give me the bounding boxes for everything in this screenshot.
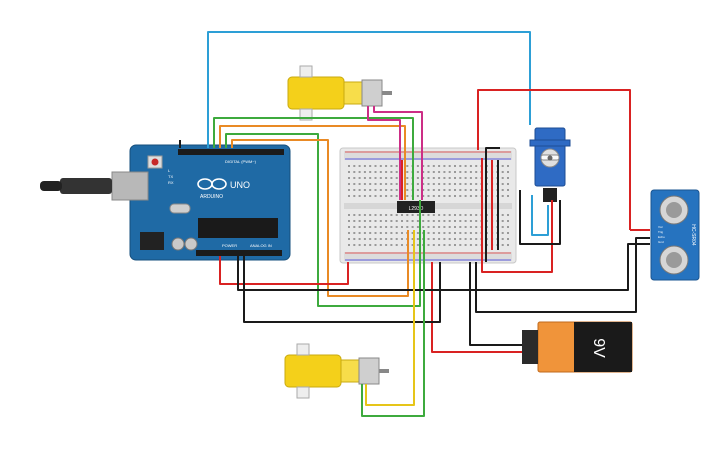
- wire-red: [481, 158, 553, 273]
- wire-black: [475, 237, 650, 313]
- power-analog-header: [196, 250, 282, 256]
- dc-motor-bottom[interactable]: [284, 343, 389, 399]
- wire-blue: [531, 195, 549, 236]
- wire-green: [361, 230, 425, 417]
- wire-orange: [231, 139, 409, 297]
- usb-port: [111, 171, 149, 201]
- digital-label: DIGITAL (PWM~): [225, 159, 257, 164]
- battery-label: 9V: [590, 338, 607, 358]
- rx-label: RX: [168, 180, 174, 185]
- crystal: [169, 203, 191, 214]
- breadboard-holes: [348, 165, 509, 246]
- wire-black: [519, 190, 561, 245]
- power-label: POWER: [222, 243, 237, 248]
- arduino-model-text: UNO: [230, 180, 250, 190]
- wire-red: [431, 262, 522, 353]
- wire-red: [477, 89, 631, 230]
- ultrasonic-sensor[interactable]: HC-SR04 Vcc Trig Echo Gnd: [650, 189, 700, 281]
- wire-magenta: [373, 106, 423, 200]
- battery-9v[interactable]: 9V: [522, 321, 633, 373]
- l-label: L: [168, 168, 171, 173]
- wire-green: [213, 117, 414, 200]
- wire-black: [485, 147, 500, 262]
- wire-orange: [219, 125, 406, 200]
- capacitor: [184, 237, 198, 251]
- tx-label: TX: [168, 174, 173, 179]
- servo-connector: [543, 188, 557, 202]
- pin-trig: Trig: [658, 230, 663, 234]
- wire-green: [225, 133, 421, 307]
- battery-clip: [522, 330, 538, 364]
- pin-echo: Echo: [658, 235, 665, 239]
- wire-magenta: [367, 106, 401, 200]
- arduino-brand-text: ARDUINO: [200, 194, 223, 200]
- arduino-uno[interactable]: ARDUINO UNO DIGITAL (PWM~) POWER ANALOG …: [40, 144, 291, 261]
- dc-motor-top[interactable]: [287, 65, 392, 121]
- atmega-chip: [198, 218, 278, 238]
- chip-label: L293D: [409, 206, 424, 212]
- wires: [179, 31, 650, 417]
- analog-label: ANALOG IN: [250, 243, 272, 248]
- power-jack: [140, 232, 164, 250]
- usb-cable: [60, 178, 112, 194]
- capacitor: [171, 237, 185, 251]
- servo-motor[interactable]: [529, 127, 571, 202]
- ultrasonic-model: HC-SR04: [690, 224, 696, 246]
- wire-black: [469, 262, 522, 346]
- pin-gnd: Gnd: [658, 240, 664, 244]
- wire-red: [219, 256, 349, 285]
- arduino-logo: [197, 178, 227, 190]
- wire-yellow: [365, 230, 415, 406]
- wire-blue: [207, 31, 531, 148]
- pin-vcc: Vcc: [658, 225, 664, 229]
- digital-header: [178, 149, 284, 155]
- l293d-chip[interactable]: L293D: [397, 201, 435, 213]
